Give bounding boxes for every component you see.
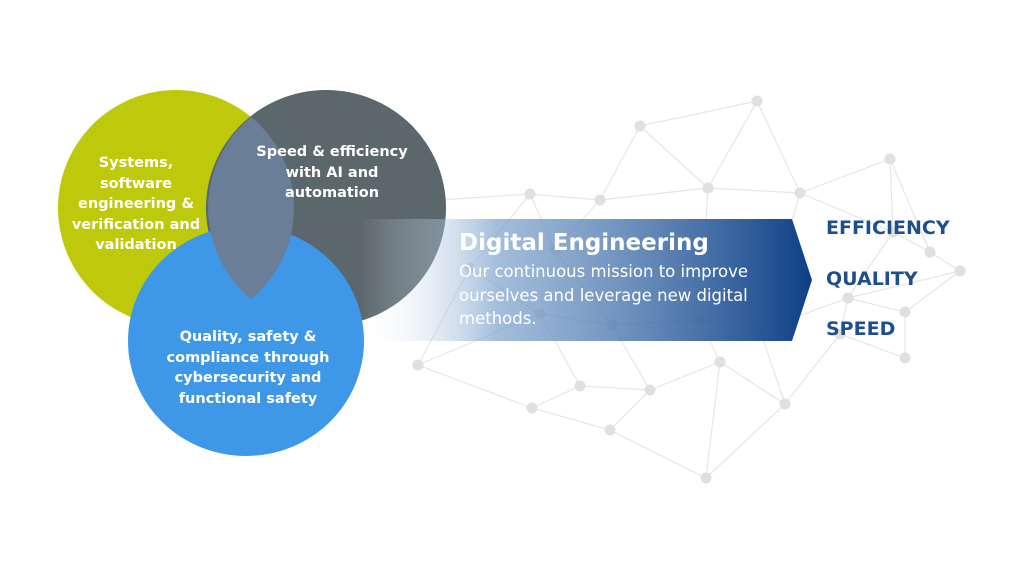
network-line [904,270,961,313]
network-line [839,297,849,335]
network-node [842,292,854,304]
arrow-title: Digital Engineering [459,230,709,256]
network-line [609,429,707,479]
network-line [892,231,931,253]
network-node [954,265,966,277]
circle-speed-label: Speed & efficiency with AI and automatio… [256,144,408,201]
network-node [751,95,763,107]
network-line [889,158,894,233]
outcome-speed: SPEED [826,318,896,340]
network-node [702,182,714,194]
network-line [847,231,894,299]
network-line [759,329,786,405]
network-line [609,389,651,431]
network-line [719,361,786,405]
network-node [700,472,712,484]
network-node [887,226,899,238]
network-line [649,361,721,391]
network-line [639,125,709,189]
network-node [524,188,536,200]
network-node [594,194,606,206]
network-line [707,100,758,189]
network-node [412,359,424,371]
network-node [526,402,538,414]
arrow-shape [360,219,812,341]
network-node [644,384,656,396]
network-line [889,158,931,253]
network-line [847,297,906,313]
network-node [924,246,936,258]
network-line [579,385,651,391]
network-line [531,407,611,431]
network-node [834,328,846,340]
network-line [705,361,721,479]
network-line [705,403,786,479]
outcome-quality: QUALITY [826,268,918,290]
network-line [839,333,906,359]
network-line [529,193,601,201]
arrow-description: Our continuous mission to improve oursel… [459,262,749,328]
network-line [531,385,581,409]
network-line [599,187,709,201]
network-line [417,364,533,409]
network-line [756,100,801,194]
network-line [639,100,758,127]
circle-quality-label: Quality, safety & compliance through cyb… [166,329,330,407]
network-line [599,125,641,201]
overlap-region [208,90,294,326]
network-line [929,251,961,272]
network-node [899,352,911,364]
network-line [799,158,891,194]
network-node [884,153,896,165]
network-node [714,356,726,368]
network-line [707,187,801,194]
network-line [784,333,841,405]
network-node [634,120,646,132]
network-node [779,398,791,410]
network-node [604,424,616,436]
circle-systems-label: Systems, software engineering & verifica… [71,155,201,253]
network-line [799,192,894,233]
outcome-efficiency: EFFICIENCY [826,217,950,239]
network-node [574,380,586,392]
network-line [847,270,961,299]
network-node [899,306,911,318]
network-node [794,187,806,199]
network-line [437,193,531,201]
